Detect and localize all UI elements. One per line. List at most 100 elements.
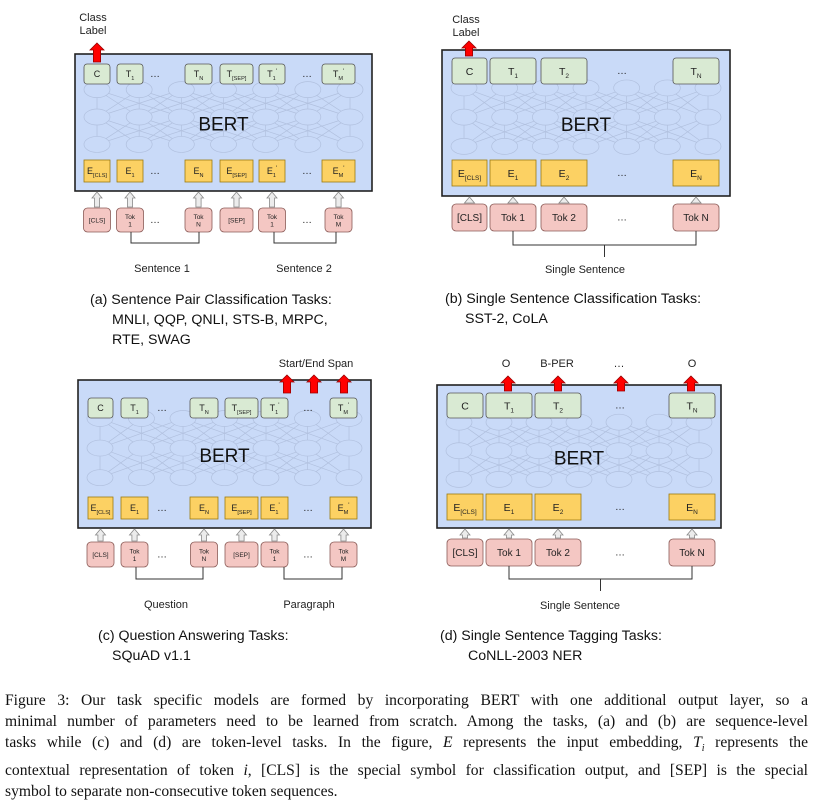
input-arrow	[332, 191, 345, 208]
embedding-label: E[CLS]	[87, 166, 107, 179]
token-box	[258, 207, 286, 233]
embedding-box	[219, 159, 254, 183]
top-label: Start/End Span	[279, 358, 354, 370]
output-label: C	[466, 66, 474, 78]
output-box	[451, 57, 488, 85]
output-box	[485, 392, 533, 419]
output-box	[540, 57, 588, 85]
output-arrow	[336, 374, 352, 394]
input-arrow	[124, 191, 136, 208]
embedding-box	[451, 159, 488, 187]
output-box	[668, 392, 716, 419]
token-label: [SEP]	[233, 552, 250, 559]
embedding-ellipsis: …	[150, 166, 160, 177]
caption-line-4: contextual representation of token i, [C…	[5, 761, 808, 779]
embedding-box	[485, 493, 533, 521]
embedding-label: E[SEP]	[231, 503, 252, 516]
transformer-layers	[86, 410, 363, 487]
input-arrow	[198, 528, 210, 542]
token-ellipsis: …	[150, 215, 160, 226]
output-label: T1'	[270, 402, 280, 416]
input-arrow	[337, 528, 350, 542]
input-arrow	[552, 528, 564, 539]
token-ellipsis: …	[302, 215, 312, 226]
output-label: TN	[194, 69, 204, 82]
caption-line-3: tasks while (c) and (d) are token-level …	[5, 734, 809, 755]
caption-line-2: minimal number of parameters need to be …	[5, 713, 808, 731]
embedding-box	[446, 493, 484, 521]
token-box	[446, 538, 484, 567]
token-label: [CLS]	[89, 217, 105, 224]
embedding-label: E1	[508, 168, 519, 182]
bert-label: BERT	[199, 446, 250, 467]
output-arrow	[89, 42, 105, 63]
input-arrow	[235, 528, 248, 542]
input-arrow	[128, 528, 141, 542]
embedding-label: E[CLS]	[458, 168, 481, 182]
segment-bracket	[283, 567, 343, 580]
embedding-label: E[SEP]	[226, 166, 247, 179]
embedding-box	[534, 493, 582, 521]
bert-label: BERT	[561, 115, 612, 136]
top-label: Label	[80, 25, 107, 37]
embedding-box	[87, 496, 114, 520]
token-label: Tok 2	[552, 213, 576, 224]
output-box	[87, 397, 114, 419]
embedding-label: EM'	[338, 502, 350, 516]
token-ellipsis: …	[615, 548, 625, 559]
panel-caption-line: SQuAD v1.1	[112, 648, 191, 664]
figure-caption: Figure 3: Our task specific models are f…	[5, 690, 808, 802]
embedding-label: EN	[199, 503, 209, 516]
output-label: C	[94, 69, 101, 79]
embedding-ellipsis: …	[302, 166, 312, 177]
bert-label: BERT	[198, 115, 249, 136]
embedding-ellipsis: …	[615, 502, 625, 513]
output-label: TN	[199, 403, 209, 416]
output-arrow	[461, 40, 477, 57]
embedding-box	[83, 159, 111, 183]
tag-label: O	[502, 358, 511, 370]
embedding-box	[540, 159, 588, 187]
input-arrow	[686, 528, 698, 539]
output-ellipsis: …	[302, 69, 312, 80]
output-box	[258, 63, 286, 85]
output-arrow	[306, 374, 322, 394]
token-label: [CLS]	[92, 552, 108, 559]
panel-caption-line: SST-2, CoLA	[465, 311, 548, 327]
token-box	[534, 538, 582, 567]
caption-line-1: Figure 3: Our task specific models are f…	[5, 692, 808, 709]
output-ellipsis: …	[615, 401, 625, 412]
token-ellipsis: …	[303, 550, 313, 561]
output-label: C	[97, 403, 104, 413]
output-label: TM'	[338, 402, 349, 416]
embedding-label: E1	[504, 502, 515, 516]
output-arrow	[613, 375, 629, 392]
transformer-layers	[450, 79, 722, 155]
embedding-box	[260, 496, 289, 520]
embedding-ellipsis: …	[303, 503, 313, 514]
output-box	[120, 397, 149, 419]
output-box	[446, 392, 484, 419]
output-box	[489, 57, 537, 85]
segment-bracket	[135, 567, 204, 580]
output-box	[219, 63, 254, 85]
embedding-label: E1	[130, 503, 139, 516]
input-arrow	[192, 191, 205, 208]
panel-caption-line: (c) Question Answering Tasks:	[98, 628, 289, 644]
input-arrow	[268, 528, 281, 542]
output-label: TN	[686, 400, 697, 414]
input-arrow	[690, 196, 702, 204]
token-ellipsis: …	[617, 213, 627, 224]
segment-bracket	[512, 231, 697, 246]
output-ellipsis: …	[157, 403, 167, 414]
embedding-label: EN	[686, 502, 698, 516]
output-label: T2	[553, 400, 563, 414]
output-ellipsis: …	[617, 66, 627, 77]
token-box	[540, 203, 588, 232]
tag-label: O	[688, 358, 697, 370]
token-label: [SEP]	[228, 217, 245, 224]
